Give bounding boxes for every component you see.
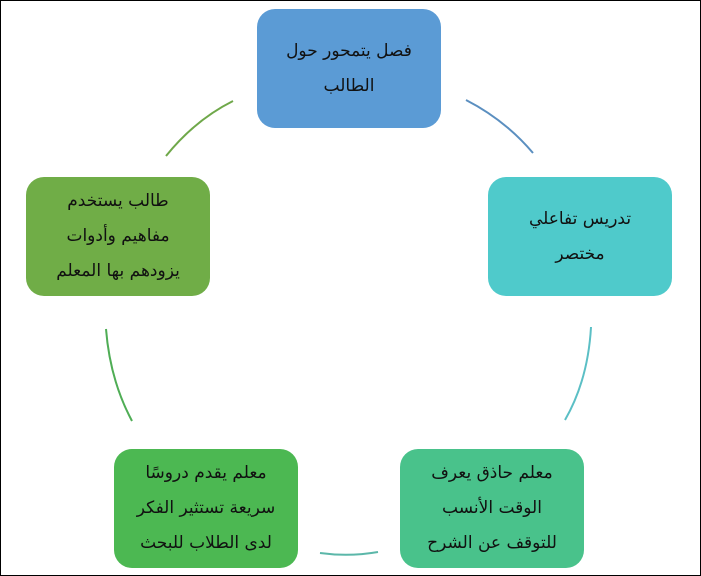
node-text-line: لدى الطلاب للبحث [140, 533, 272, 553]
node-text-line: معلم يقدم دروسًا [145, 463, 267, 483]
node-text-line: طالب يستخدم [67, 191, 169, 211]
cycle-node-student-uses-tools: طالب يستخدم مفاهيم وأدوات يزودهم بها الم… [26, 177, 210, 296]
connector-arc-bottom [319, 551, 379, 556]
connector-arc-left [105, 328, 133, 422]
cycle-node-interactive-teaching: تدريس تفاعلي مختصر [488, 177, 672, 296]
cycle-node-quick-lessons: معلم يقدم دروسًا سريعة تستثير الفكر لدى … [114, 449, 298, 568]
node-text-line: للتوقف عن الشرح [427, 533, 557, 553]
node-text-line: الوقت الأنسب [442, 498, 542, 518]
node-text-line: سريعة تستثير الفكر [136, 498, 276, 518]
node-text-line: معلم حاذق يعرف [431, 463, 553, 483]
node-text-line: فصل يتمحور حول [286, 40, 412, 61]
node-text-line: يزودهم بها المعلم [56, 261, 180, 281]
cycle-node-student-centered-class: فصل يتمحور حول الطالب [257, 9, 441, 128]
node-text-line: مختصر [555, 243, 605, 264]
connector-arc-top-right [465, 99, 534, 154]
connector-arc-top-left [165, 100, 234, 157]
node-text-line: مفاهيم وأدوات [66, 226, 170, 246]
cycle-node-skilled-teacher: معلم حاذق يعرف الوقت الأنسب للتوقف عن ال… [400, 449, 584, 568]
connector-arc-right [564, 326, 592, 421]
node-text-line: الطالب [323, 75, 375, 96]
node-text-line: تدريس تفاعلي [528, 208, 632, 229]
